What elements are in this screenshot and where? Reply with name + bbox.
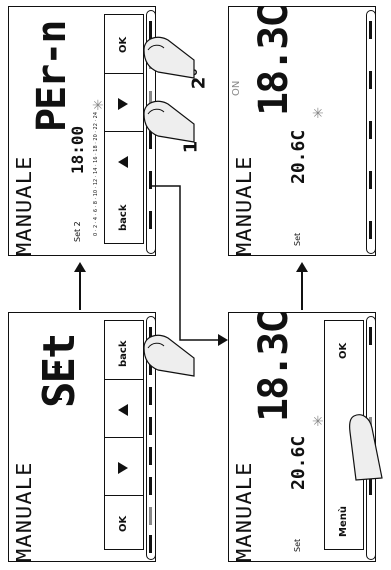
ok-button[interactable]: OK <box>105 495 143 551</box>
hand-icon <box>143 36 195 79</box>
arrow-up-icon <box>74 262 86 310</box>
triangle-down-icon <box>118 98 128 110</box>
current-hour-marker: ✳ <box>312 414 324 430</box>
setpoint-label: Set 2 <box>73 221 82 242</box>
flow-arrow-icon <box>152 185 228 346</box>
current-hour-marker: ✳ <box>312 106 324 122</box>
triangle-up-icon <box>118 156 128 168</box>
lcd-panel-set: MANUALE SEt back OK <box>8 312 156 562</box>
main-display: PEr-n <box>29 21 75 132</box>
lcd-panel-period: MANUALE PEr-n 18:00 Set 2 0 · 2 · 4 · 6 … <box>8 6 156 256</box>
on-label: ON <box>231 80 242 96</box>
mode-label: MANUALE <box>232 155 256 256</box>
dash-indicator <box>52 366 62 400</box>
main-display: 18.3C <box>251 5 297 116</box>
setpoint-display: 20.6C <box>288 435 309 490</box>
hour-scale: 0 · 2 · 4 · 6 · 8 · 10 · 12 · 14 · 16 · … <box>93 111 99 236</box>
setpoint-label: Set <box>293 232 302 246</box>
triangle-up-icon <box>118 404 128 416</box>
button-row: back OK <box>104 320 144 550</box>
main-display: 18.3C <box>251 311 297 422</box>
down-button[interactable] <box>105 73 143 131</box>
current-hour-marker: ✳ <box>92 98 104 114</box>
mode-label: MANUALE <box>12 155 36 256</box>
lcd-panel-temp-final: MANUALE 18.3C 20.6C Set ON ✳ <box>228 6 376 256</box>
button-row: back OK <box>104 14 144 244</box>
time-display: 18:00 <box>68 125 87 174</box>
touch-bar[interactable] <box>366 10 376 254</box>
setpoint-display: 20.6C <box>288 129 309 184</box>
menu-button[interactable]: Menù <box>338 506 349 537</box>
hand-icon <box>143 334 195 377</box>
ok-button[interactable]: OK <box>338 342 349 359</box>
hand-icon <box>349 414 383 481</box>
hand-icon <box>143 100 195 143</box>
mode-label: MANUALE <box>12 461 36 562</box>
down-button[interactable] <box>105 437 143 495</box>
arrow-up-icon <box>296 262 308 310</box>
mode-label: MANUALE <box>232 461 256 562</box>
up-button[interactable] <box>105 131 143 189</box>
triangle-down-icon <box>118 462 128 474</box>
setpoint-label: Set <box>293 538 302 552</box>
up-button[interactable] <box>105 379 143 437</box>
back-button[interactable]: back <box>118 204 129 231</box>
